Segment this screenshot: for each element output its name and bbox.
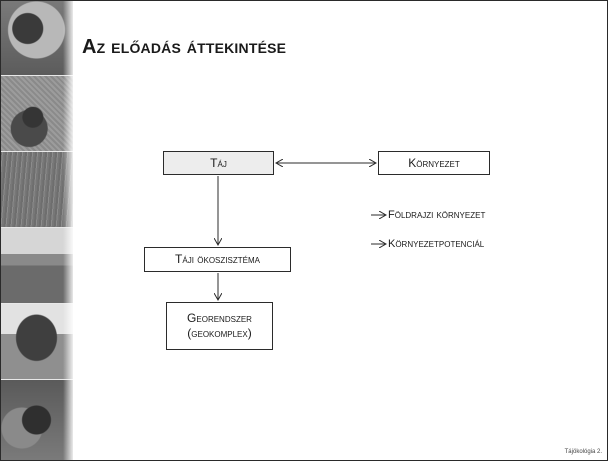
photo-tile-beetle: [0, 0, 73, 76]
slide-title: Az előadás áttekintése: [82, 36, 287, 58]
node-georendszer-line1: Georendszer: [187, 311, 252, 325]
slide-footer: Tájökológia 2.: [564, 449, 602, 455]
side-list-item: Környezetpotenciál: [388, 238, 484, 250]
photo-strip: [0, 0, 73, 461]
node-taji-okoszisztema-label: Táji ökoszisztéma: [175, 252, 260, 266]
photo-tile-grass: [0, 152, 73, 228]
node-taji-okoszisztema: Táji ökoszisztéma: [144, 247, 291, 272]
side-list-item-label: Környezetpotenciál: [388, 238, 485, 250]
node-taj-label: Táj: [210, 155, 227, 170]
node-kornyezet: Környezet: [378, 151, 490, 175]
photo-tile-landscape: [0, 228, 73, 304]
node-taj: Táj: [163, 151, 274, 175]
side-list-item-label: Földrajzi környezet: [388, 209, 486, 221]
photo-tile-flowers: [0, 76, 73, 152]
side-list-item: Földrajzi környezet: [388, 209, 485, 221]
node-georendszer-line2: (geokomplex): [187, 326, 252, 340]
node-georendszer: Georendszer (geokomplex): [166, 302, 273, 350]
photo-tile-hill: [0, 304, 73, 380]
node-kornyezet-label: Környezet: [408, 155, 460, 170]
